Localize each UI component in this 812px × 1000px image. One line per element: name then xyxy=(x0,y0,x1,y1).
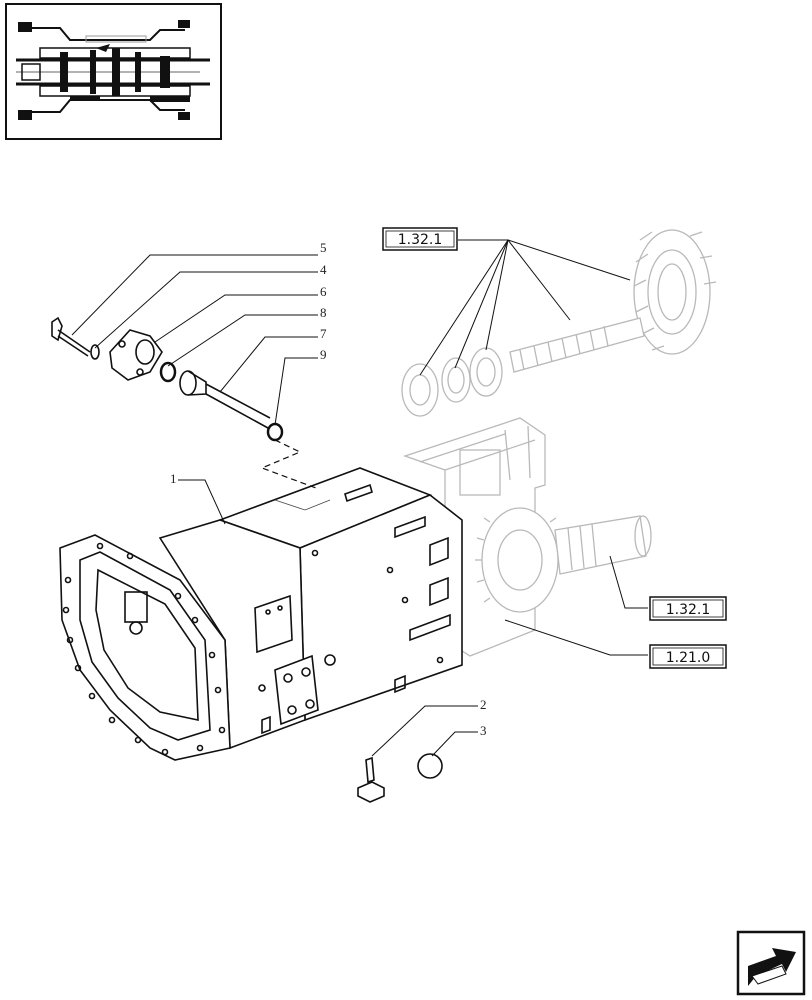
callout-3: 3 xyxy=(480,723,487,738)
callout-6: 6 xyxy=(320,284,327,299)
transmission-housing[interactable] xyxy=(59,467,463,761)
part-5-bolt[interactable] xyxy=(51,316,91,357)
callout-2: 2 xyxy=(480,697,487,712)
next-page-arrow-icon[interactable] xyxy=(736,930,806,996)
ref-label-mid: 1.32.1 xyxy=(666,602,711,618)
ref-label-top: 1.32.1 xyxy=(398,232,443,248)
part-6-flange[interactable] xyxy=(109,329,163,381)
callout-1: 1 xyxy=(170,471,177,486)
callout-9: 9 xyxy=(320,347,327,362)
rear-housing-ghost xyxy=(402,417,652,657)
ref-label-low: 1.21.0 xyxy=(666,650,711,666)
part-4-washer[interactable] xyxy=(90,344,100,360)
part-7-shaft[interactable] xyxy=(179,370,271,429)
thumbnail-frame[interactable] xyxy=(5,3,222,140)
callout-8: 8 xyxy=(320,305,327,320)
callout-7: 7 xyxy=(320,326,327,341)
flange-bolt-holes xyxy=(62,542,226,756)
leader-lines xyxy=(71,239,648,757)
ref-box-top[interactable]: 1.32.1 xyxy=(382,227,458,251)
bevel-pinion-assembly xyxy=(401,229,717,417)
ref-box-low[interactable]: 1.21.0 xyxy=(649,644,727,669)
callout-4: 4 xyxy=(320,262,327,277)
part-2-plug-screw[interactable] xyxy=(357,756,385,803)
ref-box-mid[interactable]: 1.32.1 xyxy=(649,596,727,621)
part-3-cap[interactable] xyxy=(417,753,443,779)
part-8-o-ring[interactable] xyxy=(159,361,177,383)
transmission-section-thumbnail xyxy=(16,20,210,120)
part-9-o-ring[interactable] xyxy=(266,422,284,442)
callout-5: 5 xyxy=(320,240,327,255)
